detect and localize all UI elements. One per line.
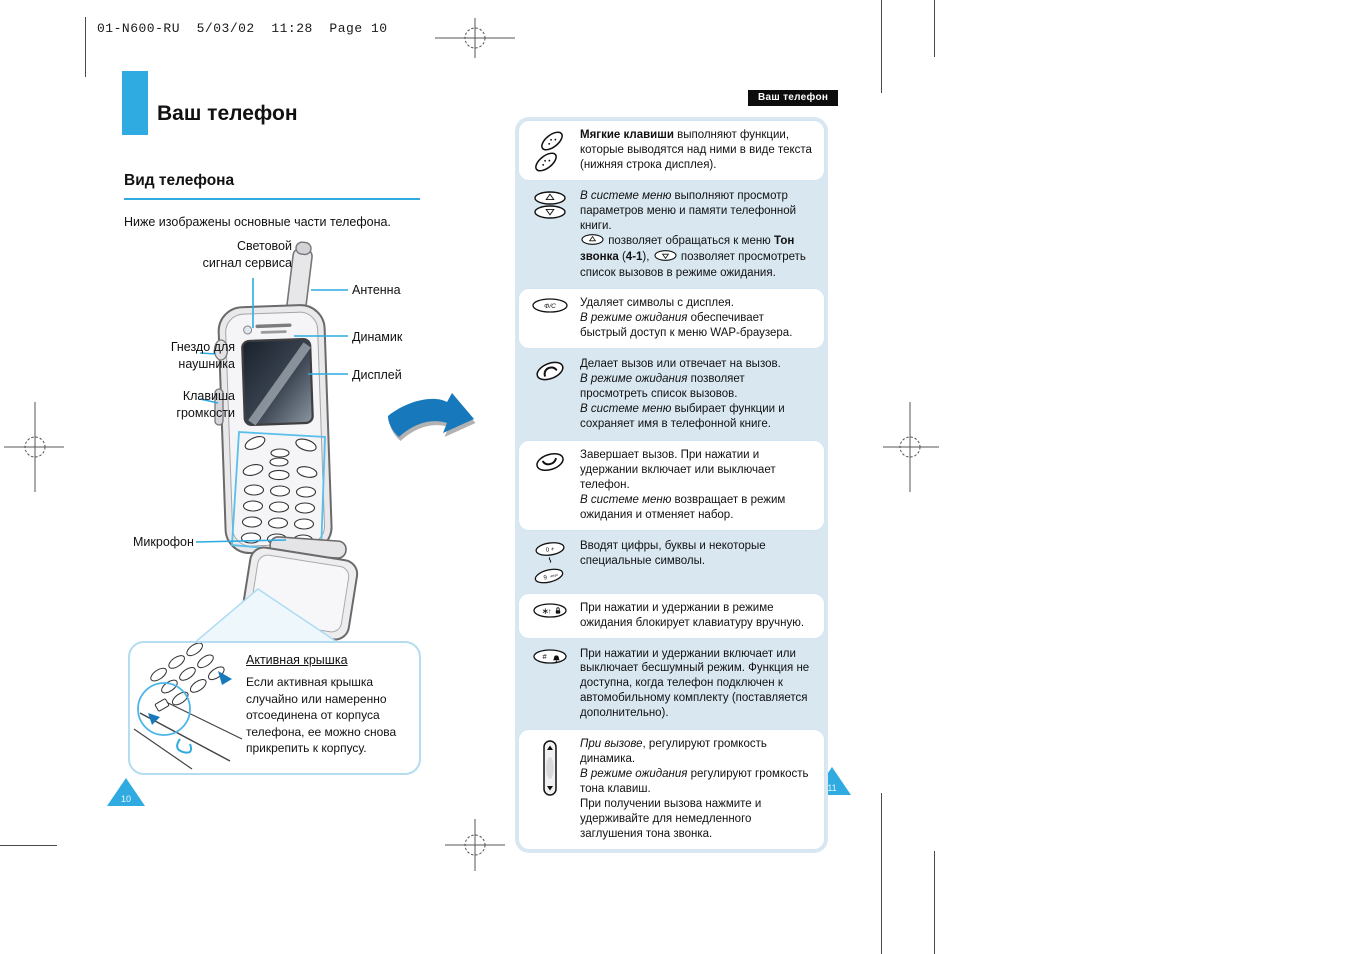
key-description-text: В системе меню выполняют просмотр параме… xyxy=(580,189,810,279)
svg-text:wxyz: wxyz xyxy=(550,572,559,578)
heading-underline xyxy=(124,198,420,200)
registration-mark xyxy=(4,402,64,492)
earphone-jack-part xyxy=(213,339,229,361)
label-service-light: Световой сигнал сервиса xyxy=(202,239,292,270)
page-title: Ваш телефон xyxy=(157,102,298,125)
key-description-row: Ф/С Удаляет символы с дисплея. В режиме о… xyxy=(518,288,825,350)
registration-mark xyxy=(883,402,939,492)
title-accent-square xyxy=(122,71,148,135)
cover-callout-wedge xyxy=(190,588,343,645)
key-description-text: Мягкие клавиши выполняют функции, которы… xyxy=(580,129,816,171)
crop-mark xyxy=(85,17,86,77)
key-description-text: При вызове, регулируют громкость динамик… xyxy=(580,738,809,840)
label-earphone-jack: Гнездо для наушника xyxy=(170,340,235,371)
label-antenna: Антенна xyxy=(352,283,401,297)
intro-text: Ниже изображены основные части телефона. xyxy=(124,215,391,229)
send-key-icon xyxy=(525,357,575,432)
arrow-to-descriptions xyxy=(388,393,476,441)
print-header: 01-N600-RU 5/03/02 11:28 Page 10 xyxy=(97,21,388,36)
key-description-text: Удаляет символы с дисплея. В режиме ожид… xyxy=(580,297,793,340)
label-volume-key: Клавиша громкости xyxy=(176,389,235,420)
svg-text:∗: ∗ xyxy=(542,605,550,615)
key-description-row: В системе меню выполняют просмотр параме… xyxy=(518,181,825,289)
key-description-row: При вызове, регулируют громкость динамик… xyxy=(518,729,825,850)
svg-text:9: 9 xyxy=(543,574,548,581)
key-description-row: Завершает вызов. При нажатии и удержании… xyxy=(518,439,825,531)
registration-mark xyxy=(435,18,515,58)
page-number-right: 11 xyxy=(827,783,837,793)
key-description-text: При нажатии и удержании включает или вык… xyxy=(580,647,813,720)
key-description-list: Мягкие клавиши выполняют функции, которы… xyxy=(515,117,828,853)
nav-keys-icon xyxy=(525,189,575,281)
label-microphone: Микрофон xyxy=(133,535,194,549)
active-cover-heading: Активная крышка xyxy=(246,653,348,667)
callout-lines xyxy=(195,278,348,543)
svg-text:#: # xyxy=(543,652,548,661)
star-key-icon: ∗↑ xyxy=(525,601,575,631)
crop-mark xyxy=(0,845,57,846)
page-tab-left: 10 xyxy=(106,777,146,807)
registration-mark xyxy=(445,819,505,871)
active-cover-body: Если активная крышка случайно или намере… xyxy=(246,675,397,756)
svg-text:Ф/С: Ф/С xyxy=(544,303,556,310)
key-description-row: ∗↑При нажатии и удержании в режиме ожида… xyxy=(518,592,825,639)
crop-mark xyxy=(934,851,935,954)
key-up-icon xyxy=(581,233,604,250)
phone-body-part xyxy=(217,304,333,555)
key-description-text: Завершает вызов. При нажатии и удержании… xyxy=(580,448,789,521)
soft-keys-icon xyxy=(525,128,575,173)
volume-key-icon xyxy=(525,737,575,842)
key-description-text: При нажатии и удержании в режиме ожидани… xyxy=(580,601,805,629)
volume-rocker-part xyxy=(214,388,224,426)
svg-text:0 +: 0 + xyxy=(546,546,556,553)
section-heading: Вид телефона xyxy=(124,172,235,189)
svg-text:↑: ↑ xyxy=(548,608,552,615)
active-cover-illustration xyxy=(130,642,246,773)
key-description-text: Делает вызов или отвечает на вызов. В ре… xyxy=(580,358,788,430)
crop-mark xyxy=(934,0,935,57)
hash-key-icon: # xyxy=(525,647,575,722)
key-description-row: Делает вызов или отвечает на вызов. В ре… xyxy=(518,349,825,440)
crop-mark xyxy=(881,0,882,93)
crop-mark xyxy=(881,793,882,954)
key-description-text: Вводят цифры, буквы и некоторые специаль… xyxy=(580,539,769,567)
page-number-left: 10 xyxy=(120,794,131,804)
end-key-icon xyxy=(525,448,575,523)
key-description-row: # При нажатии и удержании включает или вы… xyxy=(518,639,825,730)
active-cover-box: Активная крышка Если активная крышка слу… xyxy=(128,641,421,775)
page-header-badge: Ваш телефон xyxy=(748,90,839,106)
key-description-row: Мягкие клавиши выполняют функции, которы… xyxy=(518,120,825,181)
clear-key-icon: Ф/С xyxy=(525,296,575,341)
key-down-icon xyxy=(654,249,677,266)
label-speaker: Динамик xyxy=(352,330,403,344)
label-display: Дисплей xyxy=(352,368,402,382)
